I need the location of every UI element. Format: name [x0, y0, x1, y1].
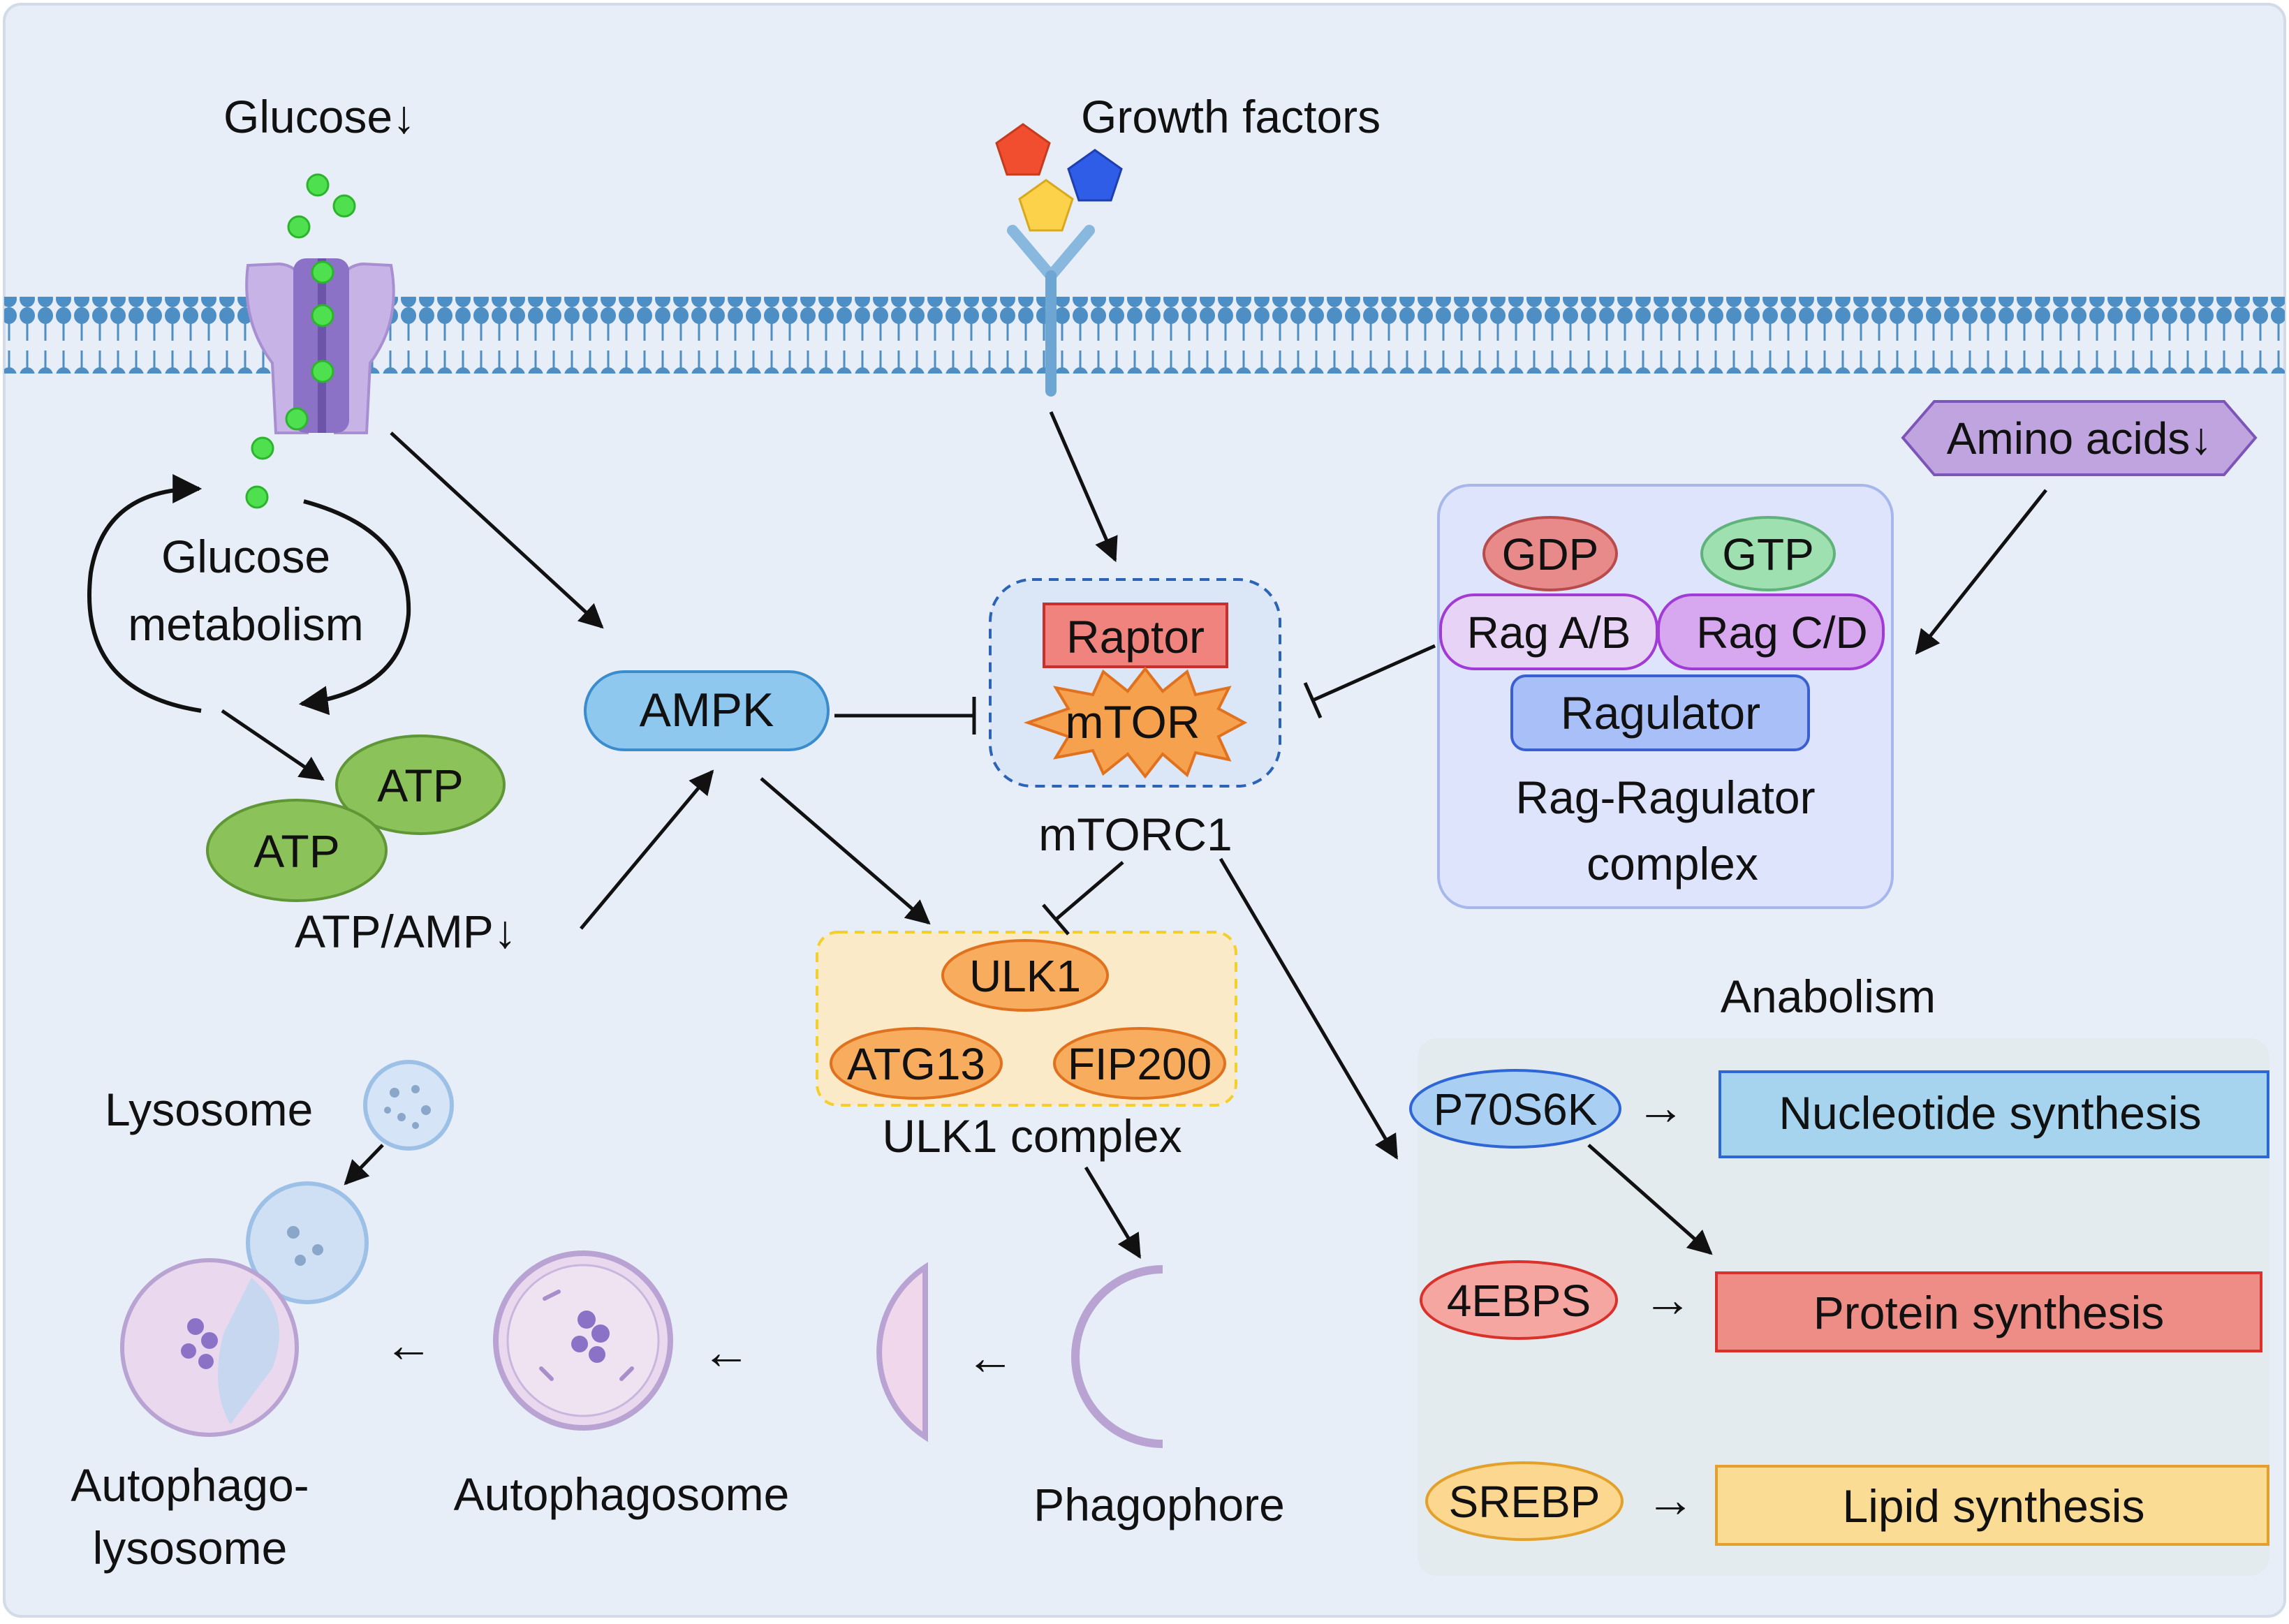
arrow-srebp-lipid: → — [1646, 1472, 1695, 1527]
anabolism-panel: P70S6K 4EBPS SREBP → → → Nucleotide synt… — [1409, 1038, 2269, 1576]
atg13-node — [830, 1027, 1003, 1100]
rag-cd-node — [1657, 593, 1885, 670]
ulk1-complex-label: ULK1 complex — [882, 1110, 1182, 1162]
pathway-arrows — [221, 411, 2047, 1259]
lipid-synthesis-box — [1715, 1465, 2269, 1546]
fip200-label: FIP200 — [1068, 1039, 1212, 1089]
nucleotide-synthesis-box — [1718, 1070, 2269, 1158]
glucose-metabolism-label-2: metabolism — [128, 598, 363, 650]
growth-factor-receptor-icon — [1007, 225, 1095, 397]
ampk-label: AMPK — [640, 684, 774, 737]
glucose-transporter-icon — [245, 258, 395, 434]
arrow-aminoacids-to-rag — [1915, 489, 2047, 655]
arrow-metabolism-to-atp — [221, 709, 325, 781]
atp-top: ATP — [335, 735, 506, 835]
gdp-node — [1482, 516, 1618, 591]
ulk1-node — [941, 939, 1109, 1012]
arrow-mtorc1-to-anabolism — [1219, 857, 1399, 1160]
p70s6k-node — [1409, 1069, 1621, 1149]
srebp-label: SREBP — [1449, 1477, 1600, 1527]
phagophore-icon — [1071, 1265, 1163, 1448]
amino-acids-node: Amino acids↓ — [1901, 400, 2258, 476]
ragulator-node — [1510, 674, 1810, 751]
gdp-label: GDP — [1502, 529, 1599, 580]
arrow-ebps-protein: → — [1643, 1272, 1692, 1327]
arrow-phagophore-to-forming: ← — [966, 1330, 1015, 1385]
rag-complex-label-2: complex — [1587, 838, 1758, 889]
inhibit-mtorc1-ulk1 — [1054, 861, 1124, 921]
glucose-metabolism-label-1: Glucose — [161, 531, 330, 582]
rag-cd-label: Rag C/D — [1696, 607, 1867, 658]
rag-ab-label: Rag A/B — [1467, 607, 1631, 658]
protein-synthesis-box — [1715, 1271, 2262, 1352]
arrow-ampk-to-ulk1 — [760, 777, 931, 925]
arrow-p70-nucleotide: → — [1636, 1080, 1685, 1135]
autophagolysosome-icon — [120, 1181, 369, 1437]
fip200-node — [1053, 1027, 1226, 1100]
arrow-atpamp-to-ampk — [580, 769, 714, 930]
phagophore-label: Phagophore — [1033, 1479, 1285, 1530]
arrow-forming-to-autophagosome: ← — [702, 1324, 751, 1379]
glucose-metabolism-cycle — [87, 474, 411, 716]
growth-factors-label: Growth factors — [1081, 91, 1381, 142]
autophagolysosome-label-2: lysosome — [93, 1522, 288, 1574]
atp-bottom: ATP — [206, 799, 388, 902]
mtorc1-label: mTORC1 — [1038, 809, 1232, 860]
atp-bottom-label: ATP — [253, 825, 339, 877]
raptor-label: Raptor — [1066, 611, 1205, 663]
ampk-node: AMPK — [584, 670, 830, 751]
mtor-label: mTOR — [1065, 696, 1200, 748]
inhibit-rag-mtorc1 — [1311, 644, 1436, 702]
arrow-ulkcomplex-to-phagophore — [1084, 1166, 1142, 1259]
srebp-node — [1425, 1461, 1624, 1541]
glucose-label: Glucose↓ — [223, 91, 415, 142]
lipid-synthesis-label: Lipid synthesis — [1843, 1480, 2145, 1532]
nucleotide-synthesis-label: Nucleotide synthesis — [1779, 1087, 2201, 1139]
atg13-label: ATG13 — [847, 1039, 985, 1089]
mtorc1-complex: Raptor mTOR — [989, 578, 1281, 788]
ebps-label: 4EBPS — [1447, 1276, 1591, 1326]
inhibition-connectors — [834, 644, 1436, 936]
glucose-molecules — [245, 173, 356, 509]
ebps-node — [1420, 1260, 1618, 1340]
atp-amp-label: ATP/AMP↓ — [295, 906, 517, 957]
autophagolysosome-label-1: Autophago- — [71, 1459, 309, 1511]
ulk1-complex: ULK1 ATG13 FIP200 — [816, 931, 1237, 1107]
arrow-p70-to-protein — [1587, 1144, 1713, 1255]
protein-synthesis-label: Protein synthesis — [1813, 1287, 2165, 1338]
lysosome-icon — [363, 1060, 454, 1151]
lysosome-label: Lysosome — [105, 1084, 313, 1135]
ragulator-label: Ragulator — [1561, 687, 1760, 739]
arrow-receptor-to-mtorc1 — [1049, 411, 1118, 563]
arrow-autophagosome-to-autolysosome: ← — [384, 1317, 433, 1372]
arrow-lysosome-to-autolysosome — [344, 1144, 384, 1186]
gtp-node — [1700, 516, 1836, 591]
arrow-transporter-to-ampk — [390, 431, 604, 629]
growth-factor-icon — [995, 123, 1123, 232]
amino-acids-label: Amino acids↓ — [1947, 413, 2213, 464]
rag-ragulator-complex: GDP GTP Rag A/B Rag C/D Ragulator Rag-Ra… — [1437, 484, 1894, 909]
atp-top-label: ATP — [377, 760, 463, 811]
autophagosome-label: Autophagosome — [454, 1468, 790, 1520]
autophagosome-icon — [493, 1250, 673, 1431]
forming-autophagosome-icon — [876, 1262, 928, 1442]
anabolism-label: Anabolism — [1721, 970, 1936, 1022]
mtor-starburst — [1023, 666, 1248, 779]
gtp-label: GTP — [1722, 529, 1814, 580]
ulk1-label: ULK1 — [969, 951, 1081, 1001]
p70s6k-label: P70S6K — [1434, 1084, 1598, 1135]
rag-complex-label-1: Rag-Ragulator — [1515, 772, 1815, 823]
